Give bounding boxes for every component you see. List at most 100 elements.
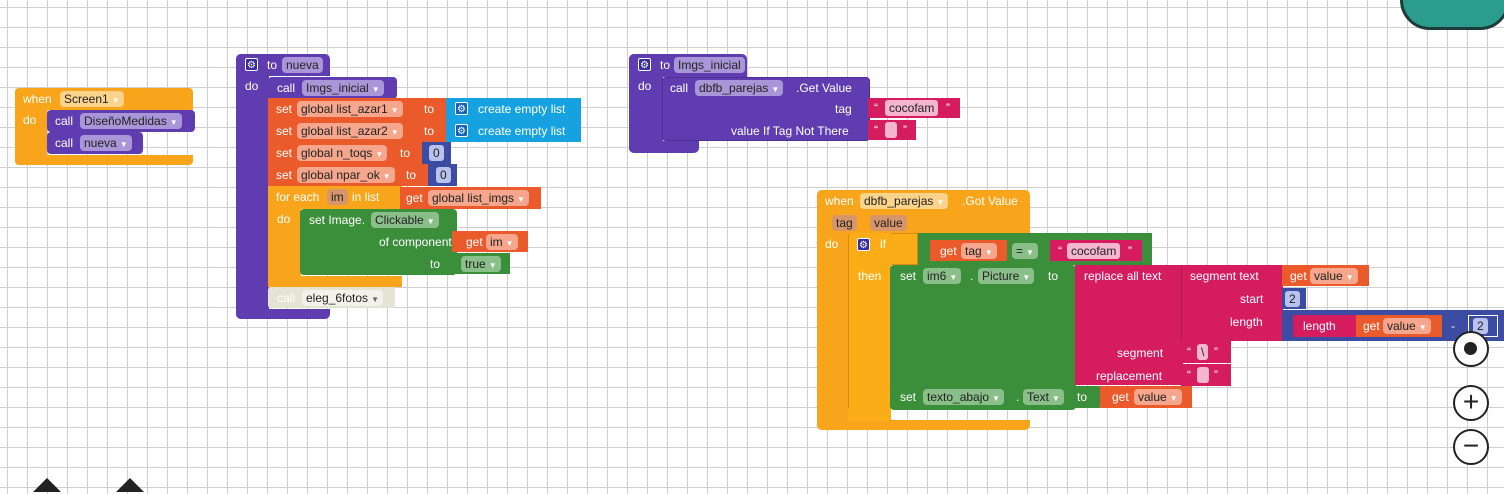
variable-dropdown[interactable]: global list_azar2▼ — [297, 123, 403, 139]
set-label: set — [276, 168, 293, 182]
zoom-out-button[interactable]: − — [1453, 429, 1489, 465]
procedure-name-field[interactable]: nueva — [282, 57, 323, 73]
gear-icon[interactable]: ⚙ — [857, 238, 870, 251]
method-label: .Get Value — [796, 81, 852, 95]
variable-dropdown[interactable]: global n_toqs▼ — [297, 145, 388, 161]
set-picture-block[interactable] — [890, 265, 1076, 410]
when-label: when — [23, 92, 52, 106]
property-dropdown[interactable]: Picture▼ — [978, 268, 1035, 284]
dot-label: . — [1016, 390, 1020, 404]
component-dropdown[interactable]: im6▼ — [923, 268, 962, 284]
procedure-dropdown[interactable]: nueva▼ — [80, 135, 132, 151]
number-field[interactable]: 2 — [1285, 291, 1300, 307]
get-label: get — [1290, 269, 1307, 283]
variable-dropdown[interactable]: global list_imgs▼ — [428, 190, 529, 206]
dot-label: . — [970, 269, 974, 283]
to-label: to — [660, 58, 671, 72]
variable-dropdown[interactable]: tag▼ — [961, 243, 997, 259]
gear-icon[interactable]: ⚙ — [455, 124, 468, 137]
text-field[interactable]: cocofam — [885, 100, 939, 116]
variable-dropdown[interactable]: global npar_ok▼ — [297, 167, 395, 183]
create-empty-list-label: create empty list — [478, 124, 566, 138]
do-label: do — [245, 79, 259, 93]
do-label: do — [825, 237, 839, 251]
gear-icon[interactable]: ⚙ — [455, 102, 468, 115]
to-label: to — [1048, 269, 1059, 283]
to-label: to — [267, 58, 278, 72]
recenter-target-icon[interactable] — [1453, 331, 1489, 367]
triangle-up-icon[interactable] — [33, 478, 61, 492]
zoom-in-button[interactable]: + — [1453, 385, 1489, 421]
variable-dropdown[interactable]: im▼ — [486, 234, 518, 250]
set-label: set — [276, 102, 293, 116]
minus-label: - — [1451, 319, 1455, 333]
gear-icon[interactable]: ⚙ — [638, 58, 651, 71]
call-label: call — [55, 114, 74, 128]
call-label: call — [277, 291, 296, 305]
create-empty-list-block[interactable] — [446, 120, 581, 142]
replace-all-label: replace all text — [1084, 269, 1162, 283]
component-dropdown[interactable]: dbfb_parejas▼ — [860, 193, 949, 209]
parameter-tag[interactable]: tag — [832, 215, 857, 231]
number-field[interactable]: 0 — [436, 167, 451, 183]
to-label: to — [400, 146, 411, 160]
procedure-dropdown[interactable]: DiseñoMedidas▼ — [80, 113, 182, 129]
segment-label: segment — [1117, 346, 1164, 360]
set-label: set — [276, 146, 293, 160]
to-label: to — [1077, 390, 1088, 404]
length-of-label: length — [1303, 319, 1336, 333]
set-label: set — [900, 390, 917, 404]
in-list-label: in list — [352, 190, 380, 204]
call-label: call — [277, 81, 296, 95]
tag-label: tag — [835, 102, 852, 116]
length-block[interactable] — [1293, 315, 1359, 337]
for-each-label: for each — [276, 190, 320, 204]
get-label: get — [940, 244, 957, 258]
then-label: then — [858, 269, 882, 283]
procedure-dropdown[interactable]: Imgs_inicial▼ — [302, 80, 384, 96]
call-label: call — [55, 136, 74, 150]
number-field[interactable]: 0 — [429, 145, 444, 161]
create-empty-list-block[interactable] — [446, 98, 581, 120]
length-label: length — [1230, 315, 1263, 329]
property-dropdown[interactable]: Clickable▼ — [371, 212, 439, 228]
component-dropdown[interactable]: Screen1▼ — [60, 91, 124, 107]
text-field[interactable]: cocofam — [1067, 243, 1121, 259]
parameter-value[interactable]: value — [870, 215, 907, 231]
to-label: to — [424, 102, 435, 116]
of-component-label: of component — [379, 235, 452, 249]
when-label: when — [825, 194, 854, 208]
if-label: if — [880, 237, 886, 251]
number-field[interactable]: 2 — [1473, 318, 1488, 334]
replace-all-block[interactable] — [1075, 265, 1183, 385]
create-empty-list-label: create empty list — [478, 102, 566, 116]
property-dropdown[interactable]: Text▼ — [1023, 389, 1064, 405]
gear-icon[interactable]: ⚙ — [245, 58, 258, 71]
segment-block[interactable] — [1181, 265, 1283, 341]
triangle-up-icon[interactable] — [116, 478, 144, 492]
to-label: to — [424, 124, 435, 138]
component-dropdown[interactable]: dbfb_parejas▼ — [695, 80, 784, 96]
trash-can-icon[interactable] — [1400, 0, 1504, 30]
event-label: .Got Value — [962, 194, 1018, 208]
to-label: to — [430, 257, 441, 271]
variable-dropdown[interactable]: global list_azar1▼ — [297, 101, 403, 117]
text-field[interactable]: \ — [1197, 344, 1209, 360]
variable-dropdown[interactable]: value▼ — [1310, 268, 1358, 284]
boolean-dropdown[interactable]: true▼ — [461, 256, 501, 272]
procedure-name-field[interactable]: Imgs_inicial — [674, 57, 745, 73]
text-field[interactable] — [1197, 367, 1209, 383]
component-dropdown[interactable]: texto_abajo▼ — [923, 389, 1004, 405]
procedure-dropdown[interactable]: eleg_6fotos▼ — [302, 290, 383, 306]
operator-dropdown[interactable]: =▼ — [1012, 243, 1038, 259]
text-field[interactable] — [885, 122, 897, 138]
get-label: get — [1112, 390, 1129, 404]
do-label: do — [23, 113, 37, 127]
variable-dropdown[interactable]: value▼ — [1134, 389, 1182, 405]
set-image-label: set Image. — [309, 213, 366, 227]
replacement-label: replacement — [1096, 369, 1163, 383]
variable-dropdown[interactable]: value▼ — [1383, 318, 1431, 334]
call-label: call — [670, 81, 689, 95]
loop-variable-field[interactable]: im — [327, 189, 348, 205]
